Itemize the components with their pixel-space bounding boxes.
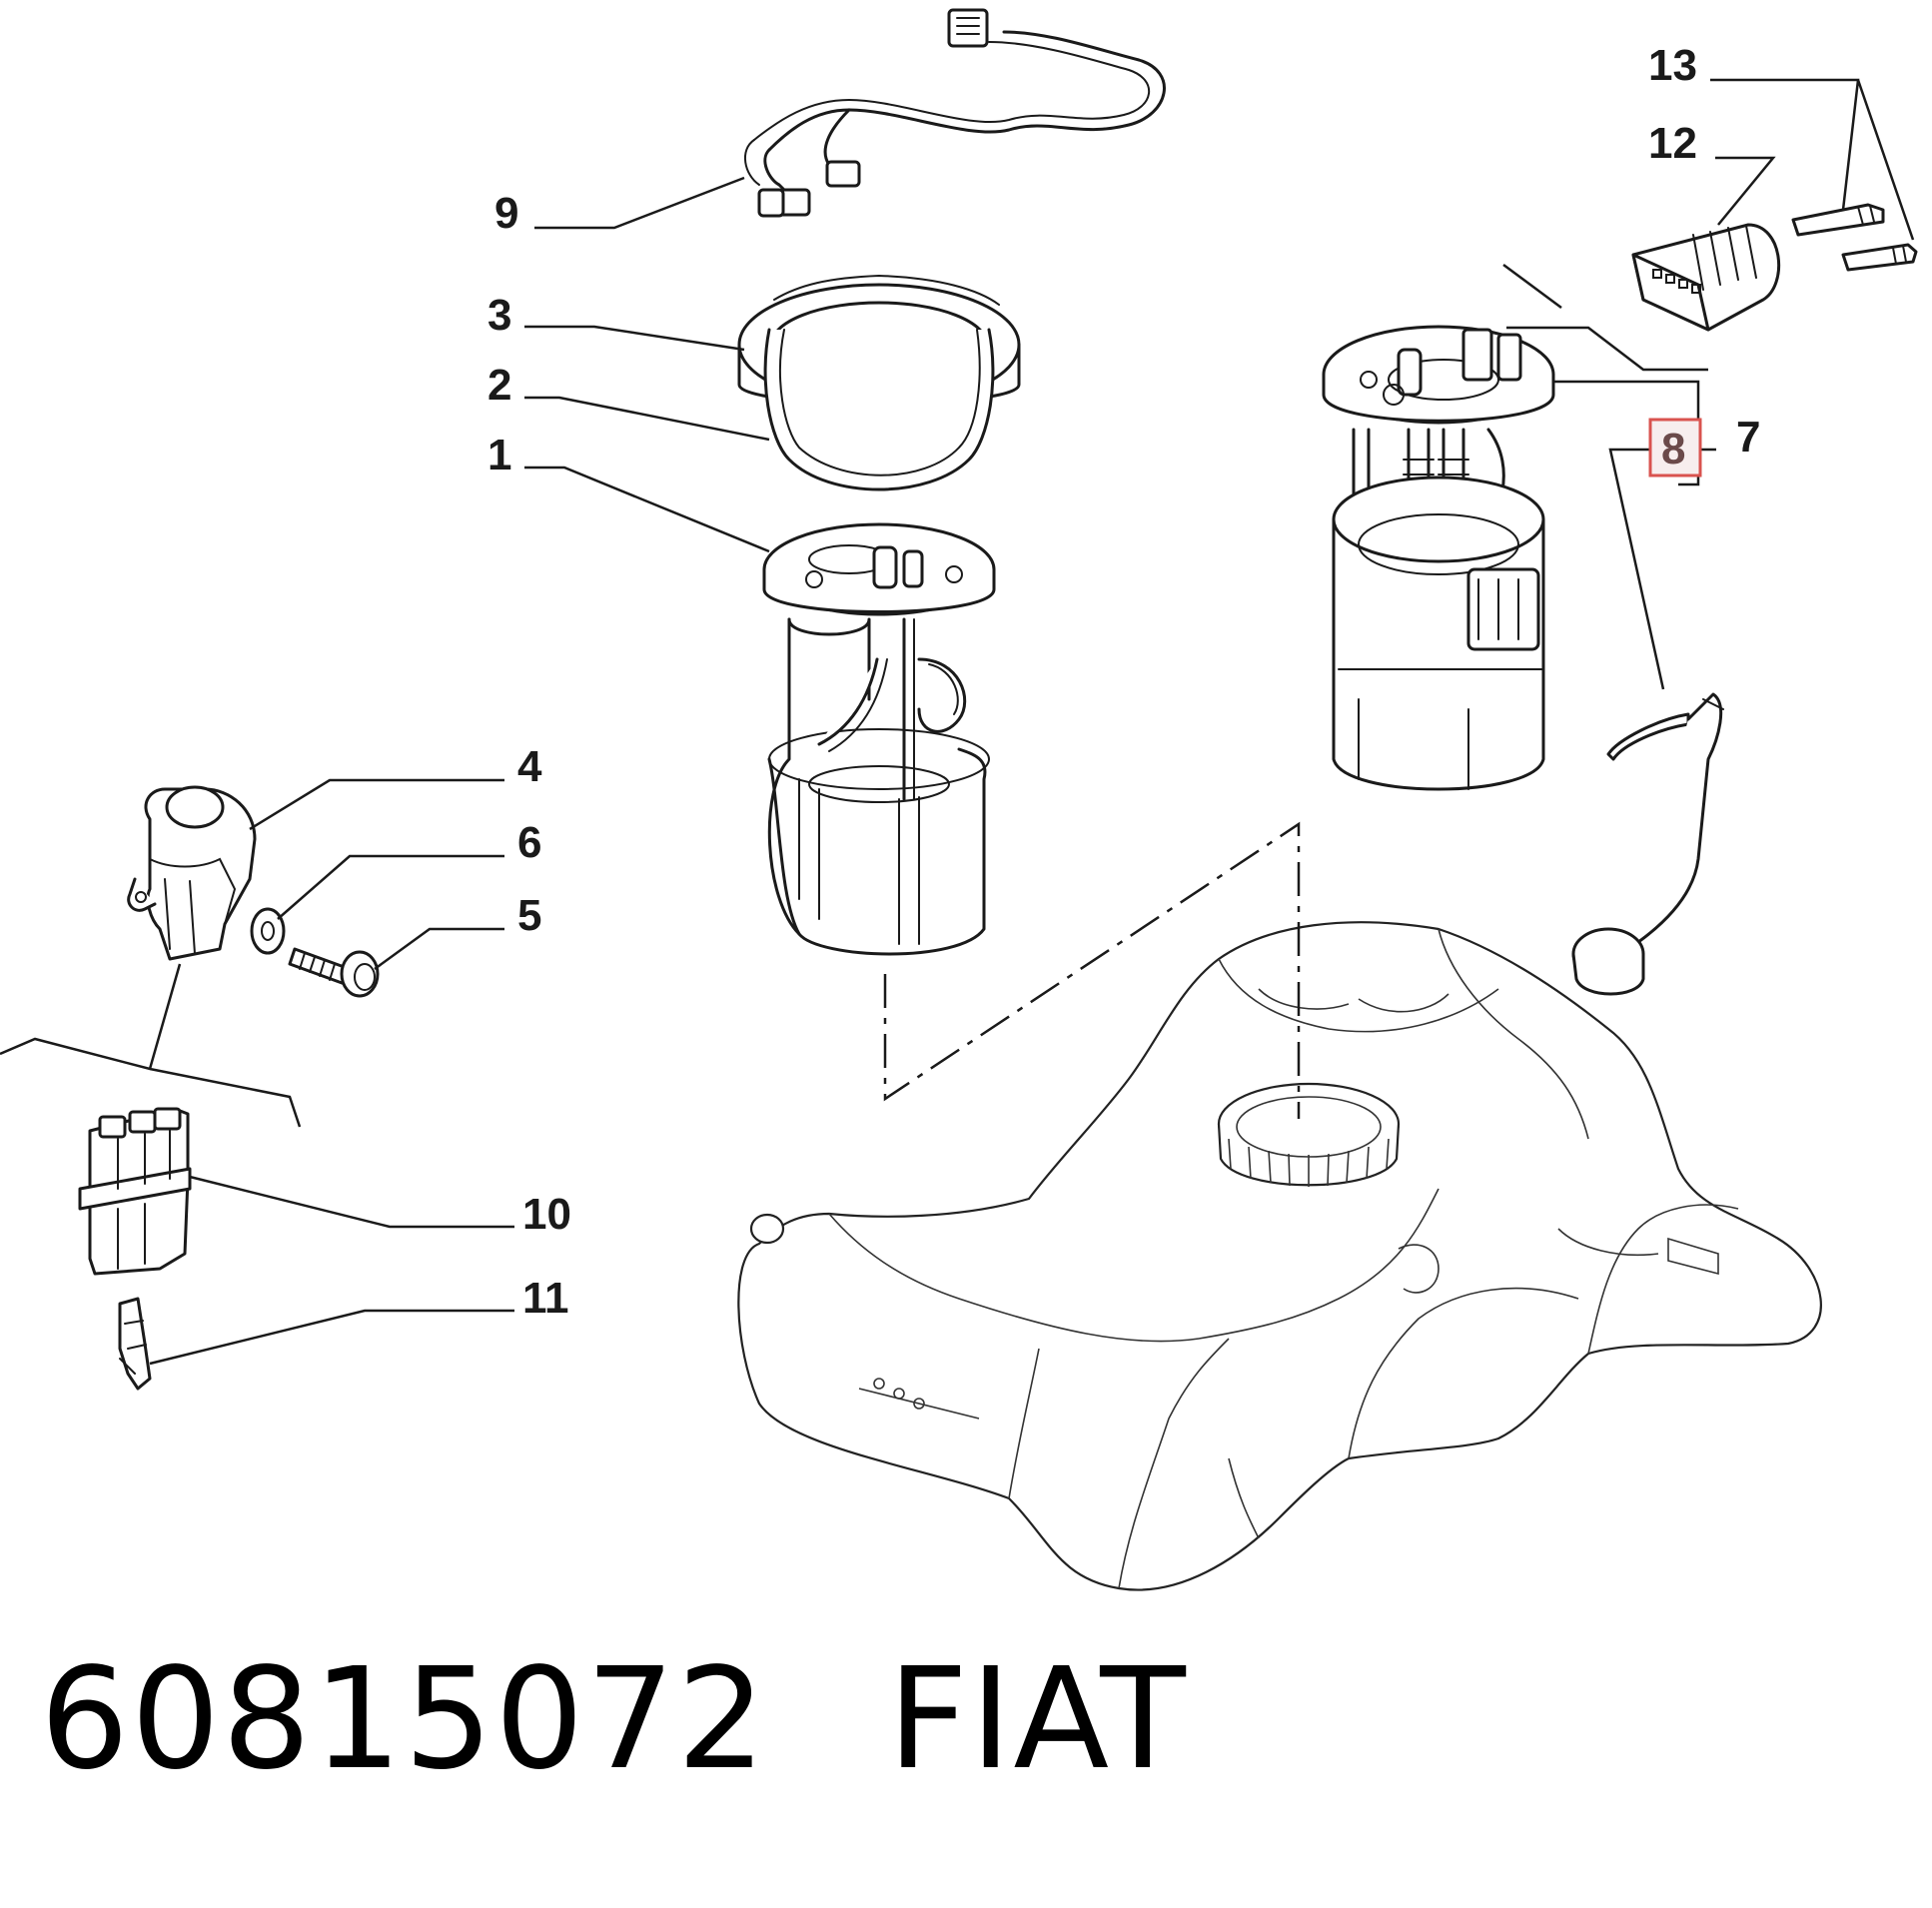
callout-13: 13 (1648, 41, 1697, 90)
wiring-harness (744, 8, 1166, 218)
callout-3: 3 (487, 291, 511, 340)
callout-1: 1 (487, 431, 511, 479)
assembly-lines (883, 821, 1301, 1119)
callout-8-highlight-box (1648, 418, 1702, 477)
callout-10: 10 (522, 1190, 571, 1239)
brand-name: FIAT (887, 1638, 1188, 1801)
seal-ring (763, 328, 995, 491)
terminal-clip-part (118, 1297, 152, 1391)
screw-part (288, 947, 380, 998)
callout-5: 5 (517, 891, 541, 940)
callout-11: 11 (522, 1274, 569, 1323)
fuel-pump-module (762, 522, 996, 956)
fuel-tank (737, 921, 1822, 1591)
callout-labels: 9 3 2 1 4 6 5 10 11 13 12 7 8 (487, 41, 1760, 1323)
connector-part (78, 1107, 192, 1276)
callout-6: 6 (517, 818, 541, 867)
callout-9: 9 (494, 189, 518, 238)
callout-4: 4 (517, 742, 542, 791)
plug-housing-part (1631, 223, 1781, 332)
fuel-pump-assembly (1322, 325, 1724, 996)
part-number: 60815072 (40, 1638, 768, 1801)
callout-8: 8 (1661, 425, 1685, 474)
terminal-pins-part (1791, 203, 1918, 272)
callout-7: 7 (1736, 413, 1760, 462)
part-number-footer: 60815072 FIAT (40, 1638, 1188, 1801)
callout-2: 2 (487, 361, 511, 410)
callout-12: 12 (1648, 119, 1697, 168)
valve-part (127, 785, 257, 961)
leader-lines (0, 78, 1915, 1366)
washer-part (250, 907, 286, 955)
